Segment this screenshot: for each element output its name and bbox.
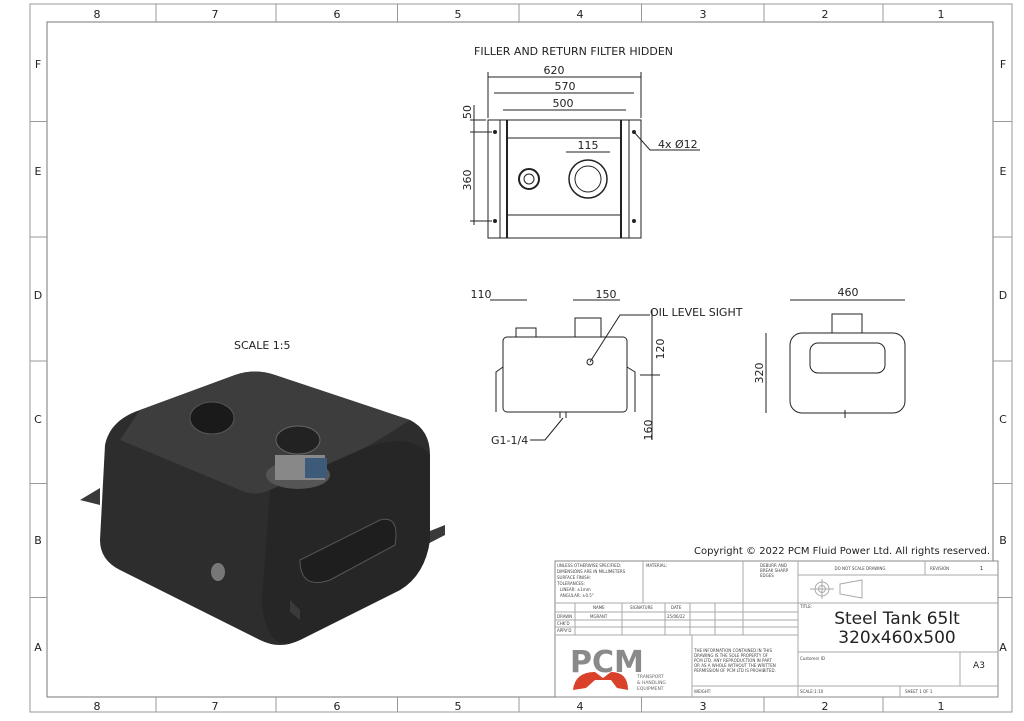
revision-value: 1 xyxy=(980,566,983,572)
zone-row-label: A xyxy=(999,641,1007,654)
header-date: DATE xyxy=(671,605,682,610)
zone-column-label: 6 xyxy=(334,700,341,713)
pcm-logo: PCM TRANSPORT & HANDLING EQUIPMENT xyxy=(570,645,666,692)
tolerance-note: TOLERANCES: xyxy=(556,581,585,586)
dim-570: 570 xyxy=(555,80,576,93)
dim-120: 120 xyxy=(654,339,667,360)
weight-label: WEIGHT: xyxy=(694,689,711,694)
dim-50: 50 xyxy=(461,105,474,119)
zone-column-label: 4 xyxy=(577,700,584,713)
zone-column-label: 5 xyxy=(455,700,462,713)
property-notice-line: PCM LTD. ANY REPRODUCTION IN PART xyxy=(694,658,772,663)
deburr-3: EDGES xyxy=(760,573,774,578)
row-appvd: APPV'D xyxy=(557,628,571,633)
header-name: NAME xyxy=(593,605,605,610)
zone-row-label: C xyxy=(999,413,1007,426)
zone-row-label: C xyxy=(34,413,42,426)
drawn-date: 25/06/22 xyxy=(667,614,685,619)
scale-label: SCALE:1:10 xyxy=(800,689,824,694)
copyright: Copyright © 2022 PCM Fluid Power Ltd. Al… xyxy=(694,546,990,557)
oil-level-label: OIL LEVEL SIGHT xyxy=(650,306,743,319)
revision-label: REVISION xyxy=(930,566,949,571)
zone-column-label: 2 xyxy=(822,700,829,713)
property-notice-line: DRAWING IS THE SOLE PROPERTY OF xyxy=(694,653,769,658)
title-label: TITLE: xyxy=(799,604,812,609)
zone-column-label: 4 xyxy=(577,8,584,21)
zone-column-label: 6 xyxy=(334,8,341,21)
zone-row-label: D xyxy=(999,289,1007,302)
property-notice-line: OR AS A WHOLE WITHOUT THE WRITTEN xyxy=(694,663,776,668)
dim-150: 150 xyxy=(596,288,617,301)
zone-row-label: B xyxy=(34,534,42,547)
dim-320: 320 xyxy=(753,363,766,384)
dim-500: 500 xyxy=(553,97,574,110)
row-chkd: CHK'D xyxy=(557,621,570,626)
zone-row-label: B xyxy=(999,534,1007,547)
iso-scale-label: SCALE 1:5 xyxy=(234,339,290,352)
dim-460: 460 xyxy=(838,286,859,299)
dim-holes: 4x Ø12 xyxy=(658,138,698,151)
dim-115: 115 xyxy=(578,139,599,152)
outer-frame xyxy=(29,3,1013,713)
property-notice-line: THE INFORMATION CONTAINED IN THIS xyxy=(693,648,772,653)
zone-row-label: A xyxy=(34,641,42,654)
title-block: UNLESS OTHERWISE SPECIFIED:DIMENSIONS AR… xyxy=(554,560,999,698)
side-view xyxy=(490,299,660,441)
sheet-label: SHEET 1 OF 1 xyxy=(905,689,933,694)
zone-row-label: F xyxy=(1000,58,1006,71)
tolerance-note: ANGULAR: ±0.5° xyxy=(560,593,594,598)
material-label: MATERIAL: xyxy=(646,563,667,568)
logo-sub-1: TRANSPORT xyxy=(636,674,664,680)
logo-sub-3: EQUIPMENT xyxy=(637,686,664,692)
do-not-scale: DO NOT SCALE DRAWING xyxy=(835,566,886,571)
deburr-1: DEBURR AND xyxy=(760,563,787,568)
inner-frame xyxy=(46,21,994,698)
zone-column-label: 1 xyxy=(938,8,945,21)
tolerance-note: LINEAR: ±1mm xyxy=(560,587,591,592)
customer-id-label: Customer ID xyxy=(800,656,825,661)
zone-column-label: 2 xyxy=(822,8,829,21)
title-line-1: Steel Tank 65lt xyxy=(834,609,960,629)
zone-column-label: 5 xyxy=(455,8,462,21)
tolerance-note: UNLESS OTHERWISE SPECIFIED: xyxy=(557,563,621,568)
row-drawn: DRAWN xyxy=(557,614,572,619)
zone-row-label: E xyxy=(1000,165,1007,178)
logo-sub-2: & HANDLING xyxy=(637,680,666,686)
port-label: G1-1/4 xyxy=(491,434,528,447)
header-signature: SIGNATURE xyxy=(630,605,653,610)
top-view-note: FILLER AND RETURN FILTER HIDDEN xyxy=(474,45,673,58)
top-view: FILLER AND RETURN FILTER HIDDEN xyxy=(470,45,700,239)
dim-620: 620 xyxy=(544,64,565,77)
end-view xyxy=(765,299,906,418)
zone-column-label: 7 xyxy=(212,700,219,713)
title-line-2: 320x460x500 xyxy=(838,628,955,648)
zone-row-label: F xyxy=(35,58,41,71)
zone-column-label: 3 xyxy=(700,8,707,21)
zone-row-label: E xyxy=(35,165,42,178)
zone-column-label: 1 xyxy=(938,700,945,713)
tolerance-note: DIMENSIONS ARE IN MILLIMETERS xyxy=(557,569,626,574)
zone-row-label: D xyxy=(34,289,42,302)
zone-column-label: 3 xyxy=(700,700,707,713)
property-notice-line: PERMISSION OF PCM LTD IS PROHIBITED. xyxy=(694,668,776,673)
dim-160: 160 xyxy=(642,420,655,441)
zone-column-label: 8 xyxy=(94,700,101,713)
zone-column-label: 8 xyxy=(94,8,101,21)
sheet-size: A3 xyxy=(973,661,985,671)
isometric-tank xyxy=(80,371,445,645)
zone-column-label: 7 xyxy=(212,8,219,21)
dim-360: 360 xyxy=(461,170,474,191)
deburr-2: BREAK SHARP xyxy=(760,568,789,573)
drawn-name: MGRANT xyxy=(590,614,608,619)
logo-text: PCM xyxy=(570,645,644,680)
dim-110: 110 xyxy=(471,288,492,301)
tolerance-note: SURFACE FINISH: xyxy=(557,575,591,580)
